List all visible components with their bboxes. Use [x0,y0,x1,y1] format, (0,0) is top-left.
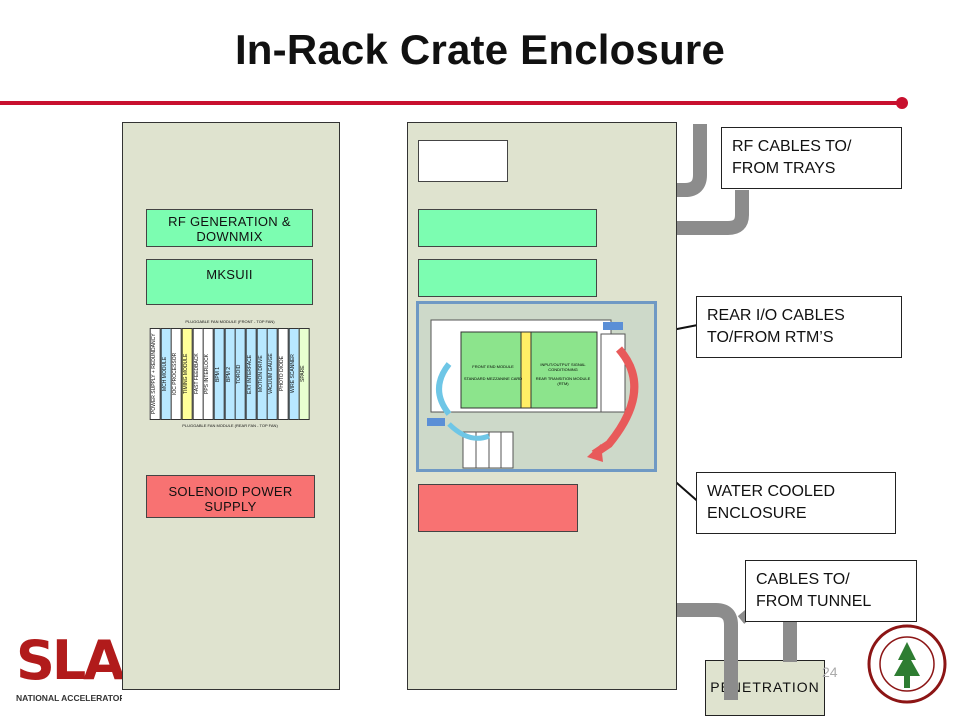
slac-logo-subtext: NATIONAL ACCELERATOR [16,693,122,703]
callout-rear-io: REAR I/O CABLES TO/FROM RTM’S [696,296,902,358]
callout-tunnel-line-2: FROM TUNNEL [756,593,872,610]
rf-pipe-2 [668,190,749,235]
callout-tunnel-line-1: CABLES TO/ [756,571,850,588]
callout-rear-io-line-1: REAR I/O CABLES [707,307,845,324]
right-rack-top-panel [418,140,508,182]
page-number: 24 [822,664,838,680]
enclosure-front-end-label: FRONT END MODULE [472,364,514,369]
enclosure-mezz-label: STANDARD MEZZANINE CARD [463,376,523,381]
callout-water-line-1: WATER COOLED [707,483,836,500]
water-cooled-enclosure: FRONT END MODULE STANDARD MEZZANINE CARD… [416,301,657,472]
rf-pipe-1 [655,124,707,197]
slac-logo-text: SLAC [16,634,122,692]
crate-bottom-label: PLUGGABLE FAN MODULE (REAR FAN - TOP FAN… [182,423,278,428]
callout-rf-line-2: FROM TRAYS [732,160,836,177]
title-underline-dot [896,97,908,109]
callout-rear-io-line-2: TO/FROM RTM’S [707,329,834,346]
callout-water-line-2: ENCLOSURE [707,505,807,522]
enclosure-graphics [427,319,639,469]
mksuii-label: MKSUII [206,267,253,282]
mksuii-module: MKSUII [146,259,313,305]
seal-tree-icon [894,642,920,688]
page-title: In-Rack Crate Enclosure [234,26,726,73]
callout-water-cooled: WATER COOLED ENCLOSURE [696,472,896,534]
tunnel-pipe-1 [668,603,738,700]
callout-tunnel: CABLES TO/ FROM TUNNEL [745,560,917,622]
callout-rf-line-1: RF CABLES TO/ [732,138,852,155]
right-rack-solenoid-module [418,484,578,532]
enclosure-io-label: INPUT/OUTPUT SIGNAL CONDITIONING [540,362,586,372]
right-rack-rf-module [418,209,597,247]
solenoid-label: SOLENOID POWER SUPPLY [168,484,293,514]
slac-logo: SLAC NATIONAL ACCELERATOR [16,634,122,706]
crate-top-label: PLUGGABLE FAN MODULE (FRONT - TOP FAN) [185,319,275,324]
right-rack-mksuii-module [418,259,597,297]
callout-rf-cables: RF CABLES TO/ FROM TRAYS [721,127,902,189]
enclosure-rtm-label: REAR TRANSITION MODULE (RTM) [535,376,591,386]
solenoid-power-supply: SOLENOID POWER SUPPLY [146,475,315,518]
rf-generation-module: RF GENERATION & DOWNMIX [146,209,313,247]
rf-generation-label: RF GENERATION & DOWNMIX [168,214,291,244]
